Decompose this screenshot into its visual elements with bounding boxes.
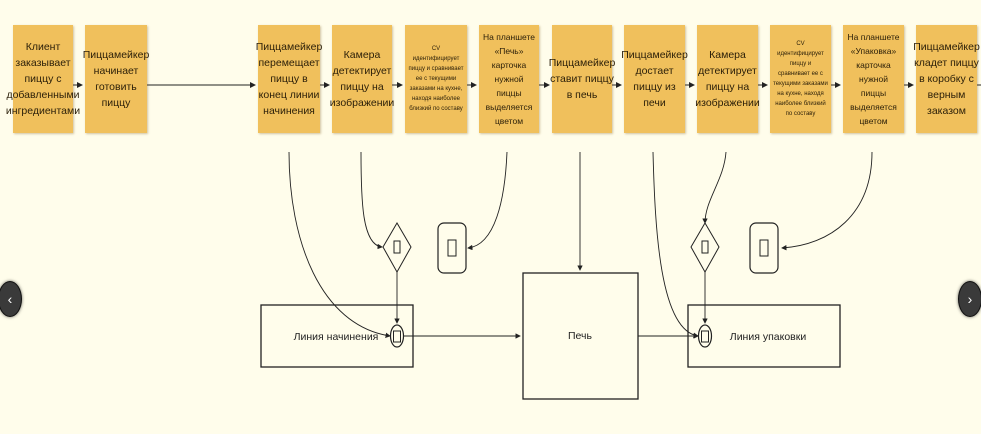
process-step: Камера детектирует пиццу на изображении bbox=[695, 25, 760, 133]
camera-icon bbox=[389, 324, 405, 348]
filling-line-label: Линия начинения bbox=[293, 331, 379, 343]
step-text: Пиццамейкер ставит пиццу в печь bbox=[548, 57, 616, 101]
process-step: На планшете «Печь» карточка нужной пиццы… bbox=[479, 25, 539, 133]
step-text: На планшете «Печь» карточка нужной пиццы… bbox=[482, 32, 535, 126]
link-s3-filling-camera bbox=[288, 151, 391, 338]
oven-label: Печь bbox=[568, 330, 592, 342]
link-s6-tablet1 bbox=[467, 151, 508, 251]
process-step: Камера детектирует пиццу на изображении bbox=[329, 25, 395, 133]
process-step: Клиент заказывает пиццу с добавленными и… bbox=[6, 25, 80, 133]
packing-line-label: Линия упаковки bbox=[729, 331, 807, 343]
tablet-icon bbox=[749, 222, 779, 274]
link-s11-tablet2 bbox=[781, 151, 873, 251]
chevron-right-icon: › bbox=[967, 291, 973, 307]
link-s4-decision1 bbox=[360, 151, 383, 250]
process-step: Пиццамейкер кладет пиццу в коробку с вер… bbox=[913, 25, 980, 133]
chevron-left-icon: ‹ bbox=[7, 291, 13, 307]
process-step: Пиццамейкер достает пиццу из печи bbox=[621, 25, 688, 133]
step-text: CV идентифицирует пиццу и сравнивает ее … bbox=[773, 41, 828, 117]
camera-icon bbox=[697, 324, 713, 348]
process-step: Пиццамейкер ставит пиццу в печь bbox=[549, 25, 615, 133]
decision-icon bbox=[690, 222, 720, 274]
step-text: Пиццамейкер начинает готовить пиццу bbox=[82, 49, 150, 109]
process-step: Пиццамейкер перемещает пиццу в конец лин… bbox=[255, 25, 323, 133]
process-step: Пиццамейкер начинает готовить пиццу bbox=[82, 25, 150, 133]
step-text: Клиент заказывает пиццу с добавленными и… bbox=[5, 41, 81, 117]
step-text: Пиццамейкер достает пиццу из печи bbox=[621, 49, 688, 109]
link-s8-packing-camera bbox=[652, 151, 699, 338]
step-text: На планшете «Упаковка» карточка нужной п… bbox=[847, 32, 900, 126]
step-text: Камера детектирует пиццу на изображении bbox=[329, 49, 395, 109]
next-slide-button[interactable]: › bbox=[958, 281, 981, 317]
decision-icon bbox=[382, 222, 412, 274]
process-step: На планшете «Упаковка» карточка нужной п… bbox=[843, 25, 904, 133]
step-text: Пиццамейкер кладет пиццу в коробку с вер… bbox=[913, 41, 980, 117]
process-step: CV идентифицирует пиццу и сравнивает ее … bbox=[770, 25, 831, 133]
process-step: CV идентифицирует пиццу и сравнивает ее … bbox=[405, 25, 467, 133]
step-text: Камера детектирует пиццу на изображении bbox=[695, 49, 760, 109]
step-text: CV идентифицирует пиццу и сравнивает ее … bbox=[408, 46, 464, 112]
tablet-icon bbox=[437, 222, 467, 274]
step-text: Пиццамейкер перемещает пиццу в конец лин… bbox=[255, 41, 323, 117]
link-s9-decision2 bbox=[702, 151, 727, 224]
previous-slide-button[interactable]: ‹ bbox=[0, 281, 22, 317]
